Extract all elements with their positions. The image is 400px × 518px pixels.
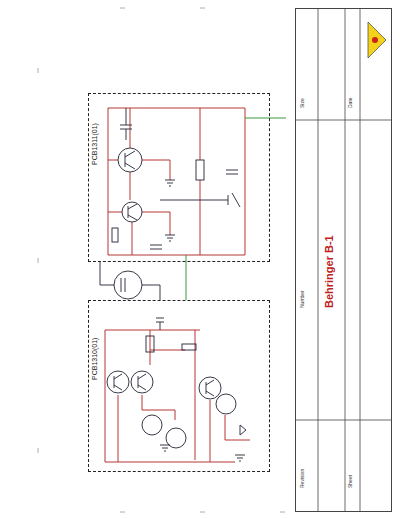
title-block: Behringer B-1 SizeNumberRevision DateSheet xyxy=(295,8,392,512)
title-field: Date xyxy=(348,96,353,109)
pcb-board: PCB1311(01) xyxy=(88,93,270,262)
pcb-board: PCB1310(01) xyxy=(88,300,270,472)
link-wire xyxy=(186,255,187,262)
components-top xyxy=(112,108,240,249)
output-wire xyxy=(245,118,286,119)
title-field: Number xyxy=(300,289,305,309)
board-heading: PCB1310(01) xyxy=(91,337,98,381)
title-block-lines xyxy=(295,8,392,512)
title-field: Size xyxy=(300,97,305,109)
board-heading: Behringer B-1 xyxy=(324,234,335,309)
wires-top xyxy=(108,108,245,255)
logo-triangle xyxy=(368,22,386,58)
title-field: Revision xyxy=(300,468,305,489)
border-ticks xyxy=(38,8,285,512)
capsule-symbol xyxy=(100,262,160,300)
board-heading: PCB1311(01) xyxy=(91,122,98,166)
signal-wire xyxy=(186,262,187,300)
components-bottom xyxy=(107,318,246,461)
title-field: Sheet xyxy=(348,474,353,489)
wires-bottom xyxy=(105,330,250,462)
